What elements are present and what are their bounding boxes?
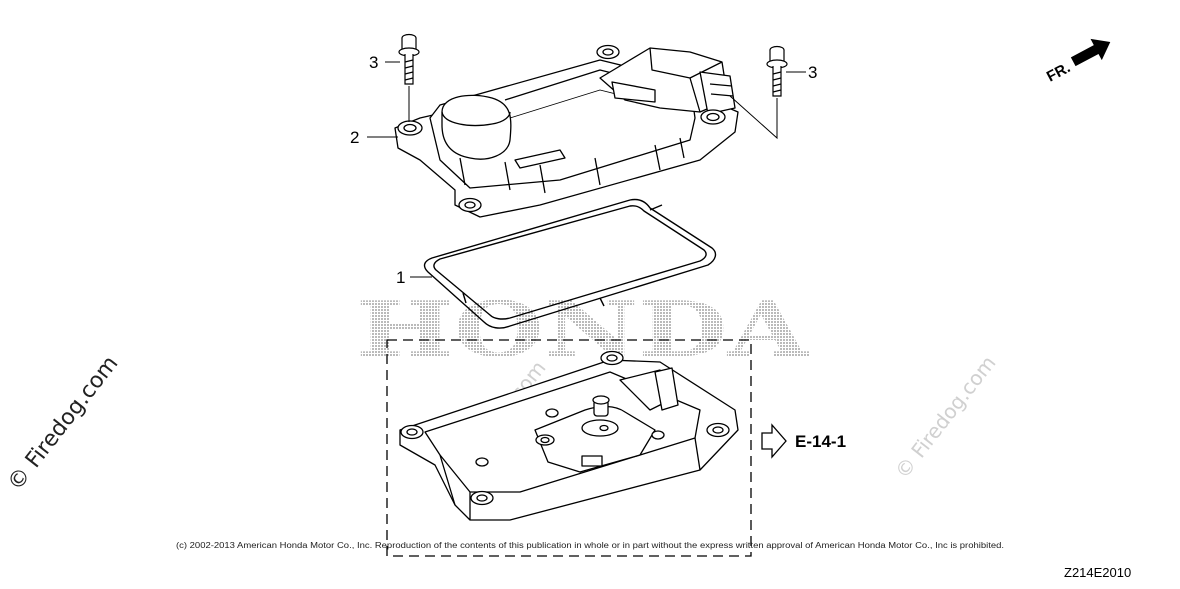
honda-watermark: HONDA: [356, 285, 809, 374]
firedog-watermark: © Firedog.com: [3, 351, 123, 495]
upper-cover-part: [394, 44, 739, 218]
front-direction-label: FR.: [1044, 59, 1073, 85]
copyright-notice: (c) 2002-2013 American Honda Motor Co., …: [176, 541, 1004, 550]
callout-part-1: 1: [396, 268, 405, 287]
reference-dashed-box: [386, 339, 752, 557]
callout-part-3-right: 3: [808, 63, 817, 82]
reference-section-label: E-14-1: [795, 432, 846, 451]
reference-arrow-icon: [761, 423, 787, 459]
firedog-watermark-faint: © Firedog.com: [890, 351, 1000, 483]
front-direction-indicator: FR.: [1044, 38, 1111, 86]
bolt-right-part: [766, 45, 788, 97]
leader-lines: [367, 61, 806, 278]
diagram-code: Z214E2010: [1064, 565, 1131, 580]
callout-part-2: 2: [350, 128, 359, 147]
bolt-left-part: [398, 33, 420, 122]
callout-part-3-left: 3: [369, 53, 378, 72]
gasket-part: [423, 198, 717, 329]
front-arrow-icon: [1070, 38, 1111, 67]
lower-base-assembly: [399, 350, 739, 521]
